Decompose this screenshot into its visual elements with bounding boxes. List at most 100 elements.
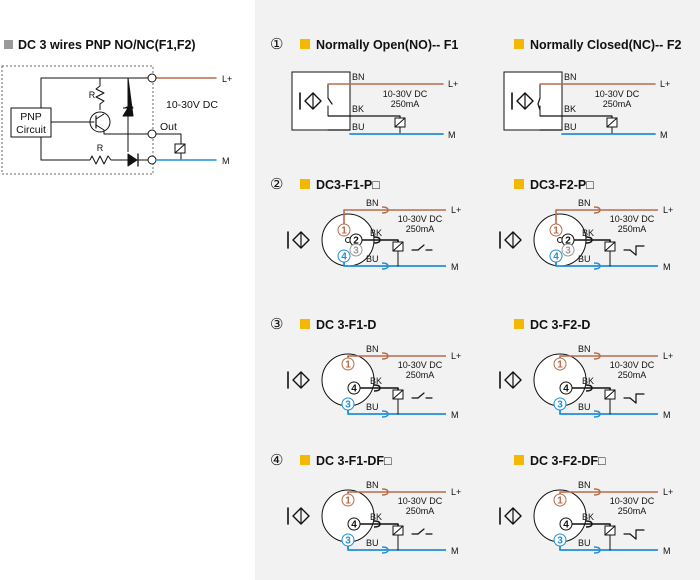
- pin-number: 1: [345, 496, 351, 507]
- l-plus-label: L+: [448, 79, 458, 89]
- bk-label: BK: [582, 228, 594, 238]
- m-label: M: [663, 262, 671, 272]
- voltage-label: 10-30V DC: [610, 360, 655, 370]
- load-diagonal: [604, 525, 616, 536]
- pin-number: 4: [341, 252, 347, 263]
- bk-label: BK: [582, 376, 594, 386]
- current-label: 250mA: [618, 506, 647, 516]
- m-label: M: [663, 546, 671, 556]
- diagram-title: DC3-F1-P□: [316, 178, 380, 192]
- top-rail: [40, 77, 152, 108]
- schematic-dashed-border: [1, 65, 154, 175]
- l-plus-label: L+: [451, 351, 461, 361]
- sensor-diamond-icon: [504, 371, 522, 389]
- row-number: ③: [270, 316, 283, 333]
- l-plus-label: L+: [663, 487, 673, 497]
- bu-label: BU: [578, 254, 591, 264]
- voltage-label: 10-30V DC: [383, 89, 428, 99]
- bu-wire: [343, 262, 446, 267]
- bn-label: BN: [578, 344, 591, 354]
- bn-wire: [347, 355, 446, 358]
- terminal-l-plus: [147, 73, 157, 83]
- voltage-label: 10-30V DC: [610, 496, 655, 506]
- bk-connector: [373, 384, 381, 392]
- bn-connector: [593, 488, 601, 496]
- sensor-diamond-icon: [292, 371, 310, 389]
- diagram-title: DC 3-F2-D: [530, 318, 590, 332]
- current-label: 250mA: [406, 370, 435, 380]
- pnp-label: PNP: [20, 111, 42, 123]
- pin-number: 1: [345, 360, 351, 371]
- current-label: 250mA: [406, 506, 435, 516]
- pin-number: 4: [351, 520, 357, 531]
- bu-label: BU: [564, 122, 577, 132]
- pin-number: 3: [345, 400, 351, 411]
- bk-wire: [562, 115, 613, 118]
- sensor-diamond-icon: [292, 231, 310, 249]
- sensor-diamond-icon: [304, 92, 322, 110]
- bn-wire: [555, 209, 658, 224]
- title-square-icon: [4, 40, 13, 49]
- out-wire: [156, 133, 182, 144]
- pin-number: 1: [557, 360, 563, 371]
- pin-number: 3: [345, 536, 351, 547]
- pin-number: 4: [553, 252, 559, 263]
- bk-wire: [574, 239, 611, 242]
- pin-number: 4: [563, 520, 569, 531]
- internal-switch: [537, 97, 541, 111]
- bn-connector: [381, 206, 389, 214]
- bu-connector: [381, 546, 389, 554]
- bn-label: BN: [366, 198, 379, 208]
- bu-connector: [593, 546, 601, 554]
- bk-wire: [572, 523, 611, 526]
- pin-pin3: [561, 243, 575, 257]
- current-label: 250mA: [391, 99, 420, 109]
- l-plus-label: L+: [663, 351, 673, 361]
- title-square-icon: [300, 319, 310, 329]
- pin-number: 1: [553, 226, 559, 237]
- bk-wire: [350, 115, 401, 118]
- diode-icon: [127, 153, 138, 167]
- left-title: DC 3 wires PNP NO/NC(F1,F2): [18, 38, 196, 52]
- bu-wire: [347, 546, 446, 551]
- m-label: M: [451, 410, 459, 420]
- l-plus-label: L+: [660, 79, 670, 89]
- m-label: M: [663, 410, 671, 420]
- l-plus-label: L+: [451, 205, 461, 215]
- current-label: 250mA: [618, 224, 647, 234]
- bn-label: BN: [366, 480, 379, 490]
- row-number: ①: [270, 36, 283, 53]
- contact-blade: [417, 528, 425, 535]
- bn-label: BN: [366, 344, 379, 354]
- m-label: M: [660, 130, 668, 140]
- bk-connector: [373, 520, 381, 528]
- bu-label: BU: [578, 538, 591, 548]
- bk-label: BK: [370, 376, 382, 386]
- contact-blade: [629, 533, 637, 540]
- diagram-title: DC 3-F2-DF□: [530, 454, 606, 468]
- bk-wire: [360, 387, 399, 390]
- contact-blade: [629, 249, 637, 256]
- diagram-title: DC 3-F1-DF□: [316, 454, 392, 468]
- terminal-out: [147, 129, 157, 139]
- bu-connector: [381, 410, 389, 418]
- title-square-icon: [300, 39, 310, 49]
- pin-number: 3: [557, 536, 563, 547]
- load-diagonal: [394, 117, 406, 128]
- sensor-diamond-icon: [504, 507, 522, 525]
- sensor-diamond-icon: [292, 507, 310, 525]
- bn-wire: [559, 491, 658, 494]
- out-label: Out: [160, 121, 177, 133]
- bu-connector: [381, 262, 389, 270]
- diagram-title: DC 3-F1-D: [316, 318, 376, 332]
- bk-wire: [360, 523, 399, 526]
